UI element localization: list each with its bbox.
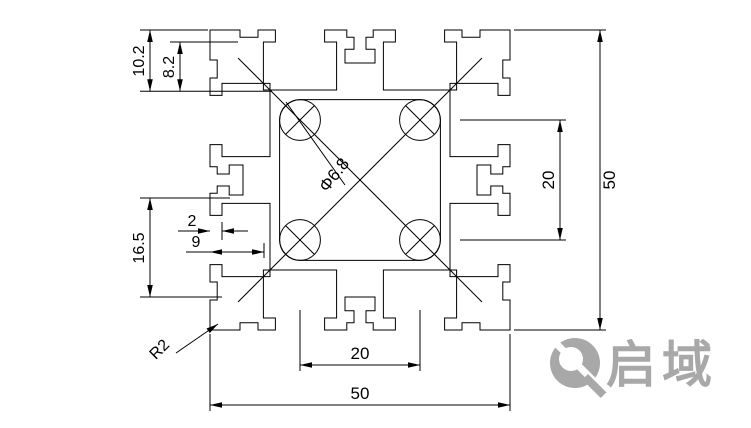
profile-outline (209, 29, 511, 331)
logo-q-icon (550, 338, 607, 399)
diagonal-webs (237, 57, 483, 303)
dim-label-dia-6-8: Φ6.8 (315, 154, 353, 195)
center-cavity-outline (279, 99, 441, 261)
dim-label-50-right: 50 (600, 171, 619, 190)
radius-callout-r2: R2 (147, 323, 219, 364)
dim-label-16-5: 16.5 (131, 232, 148, 263)
dim-label-2: 2 (188, 213, 197, 230)
dim-label-9: 9 (192, 234, 201, 251)
dimension-20-right: 20 (460, 119, 566, 241)
corner-bore-top-right (399, 99, 441, 141)
dimension-10-2: 10.2 (131, 29, 272, 92)
dimension-2: 2 (178, 213, 248, 240)
dimension-16-5: 16.5 (131, 197, 230, 298)
corner-bore-bottom-right (399, 219, 441, 261)
dimension-9: 9 (186, 234, 265, 258)
dim-label-20-right: 20 (539, 171, 558, 190)
dimension-20-bottom: 20 (299, 310, 421, 371)
profile-geometry (209, 29, 511, 331)
brand-logo: 启域 (550, 336, 718, 399)
dimension-8-2: 8.2 (161, 41, 238, 92)
logo-text: 启域 (606, 336, 718, 394)
dim-label-20-bottom: 20 (351, 344, 370, 363)
dim-label-50-bottom: 50 (351, 384, 370, 403)
corner-bore-bottom-left (279, 219, 321, 261)
corner-bore-top-left (279, 99, 321, 141)
dim-label-r2: R2 (147, 337, 174, 364)
dimension-50-bottom: 50 (209, 334, 511, 411)
dimension-50-right: 50 (514, 29, 619, 331)
dim-label-8-2: 8.2 (161, 56, 178, 78)
dim-label-10-2: 10.2 (131, 45, 148, 76)
